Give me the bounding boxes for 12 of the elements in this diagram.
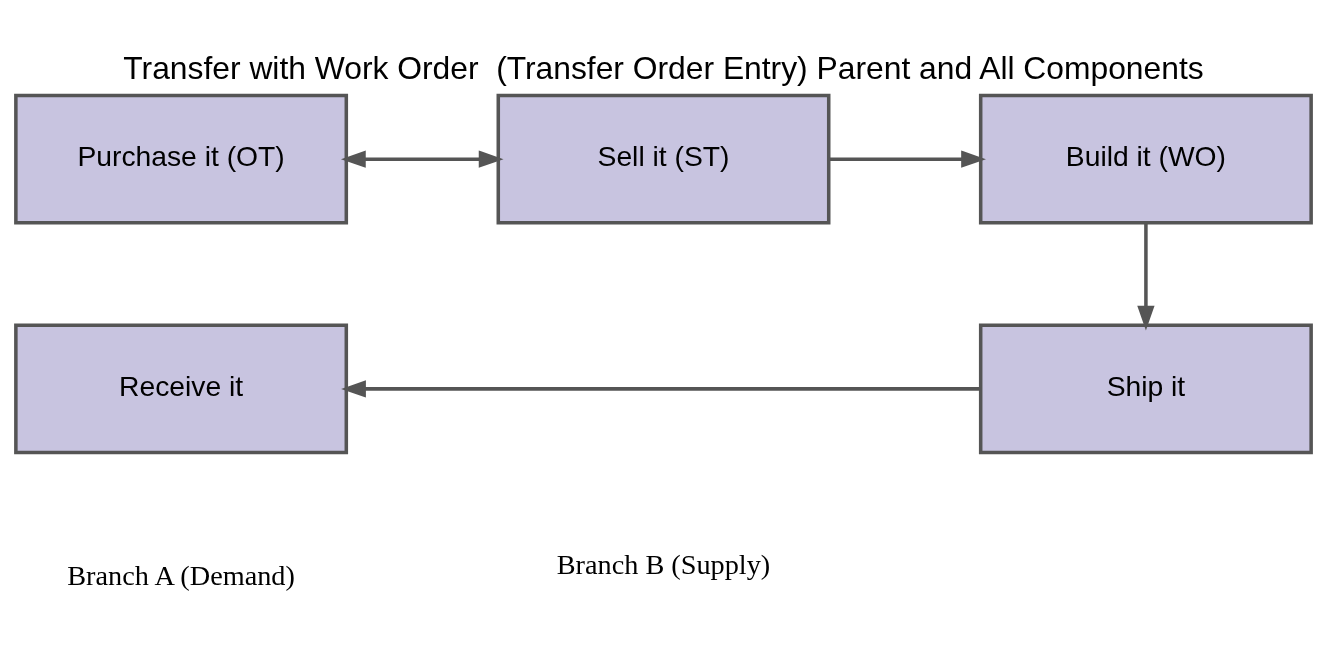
- arrow: [340, 150, 504, 168]
- label: Branch B (Supply): [556, 549, 771, 581]
- node-box: Build it (WO): [978, 93, 1313, 225]
- label: Branch A (Demand): [67, 559, 295, 591]
- arrow: [1137, 223, 1155, 331]
- node-box: Sell it (ST): [496, 93, 831, 225]
- node-box: Ship it: [978, 323, 1313, 455]
- arrow: [341, 380, 981, 398]
- node-box: Purchase it (OT): [14, 93, 349, 225]
- diagram-title: Transfer with Work Order (Transfer Order Entry) Parent and All Components: [123, 49, 1204, 86]
- node-box: Receive it: [14, 323, 349, 455]
- arrow: [828, 150, 986, 168]
